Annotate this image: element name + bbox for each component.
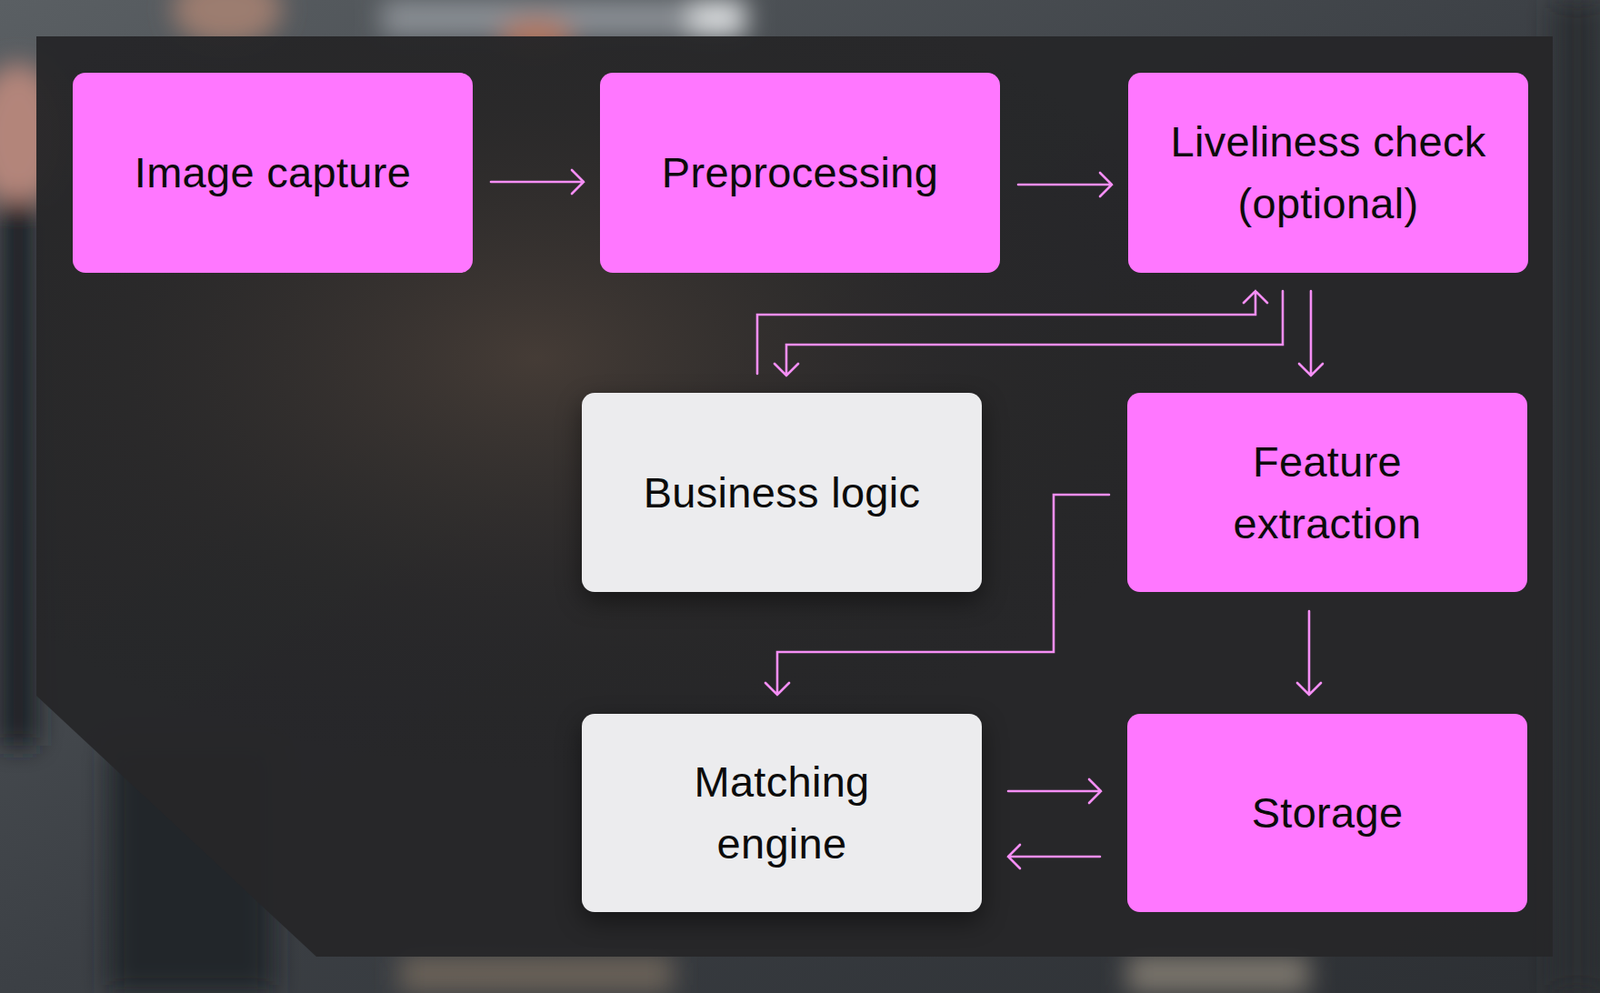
logic-box: Business logic: [581, 392, 982, 592]
flow-arrow: [1018, 172, 1112, 197]
flow-arrow: [1297, 610, 1321, 695]
storage-box: Storage: [1127, 713, 1528, 912]
process-box: Image capture: [72, 72, 473, 273]
node-label: Feature extraction: [1190, 430, 1464, 555]
process-box: Preprocessing: [600, 72, 1000, 273]
node-label: Matching engine: [645, 750, 919, 875]
text-holder: Storage: [1251, 781, 1404, 844]
text-holder: Image capture: [134, 141, 411, 204]
flow-arrow: [774, 290, 1283, 376]
text-holder: Feature extraction: [1190, 430, 1464, 555]
flow-arrow: [757, 290, 1268, 374]
node-label: Preprocessing: [661, 141, 939, 204]
flow-arrow: [765, 494, 1110, 695]
text-holder: Liveliness check (optional): [1137, 110, 1520, 235]
flow-arrow: [490, 170, 584, 194]
panel-glow: [36, 36, 1553, 957]
node-label: Business logic: [643, 461, 921, 524]
text-holder: Preprocessing: [661, 141, 939, 204]
node-label: Liveliness check (optional): [1137, 110, 1520, 235]
process-box: Feature extraction: [1127, 392, 1528, 592]
node-label: Storage: [1251, 781, 1404, 844]
flow-arrow: [1008, 844, 1100, 869]
text-holder: Matching engine: [645, 750, 919, 875]
text-holder: Business logic: [643, 461, 921, 524]
dark-panel: [36, 36, 1553, 957]
flow-arrow: [1008, 779, 1101, 803]
logic-box: Matching engine: [581, 713, 982, 912]
node-label: Image capture: [134, 141, 411, 204]
flow-arrow: [1299, 290, 1323, 376]
process-box: Liveliness check (optional): [1128, 72, 1529, 273]
